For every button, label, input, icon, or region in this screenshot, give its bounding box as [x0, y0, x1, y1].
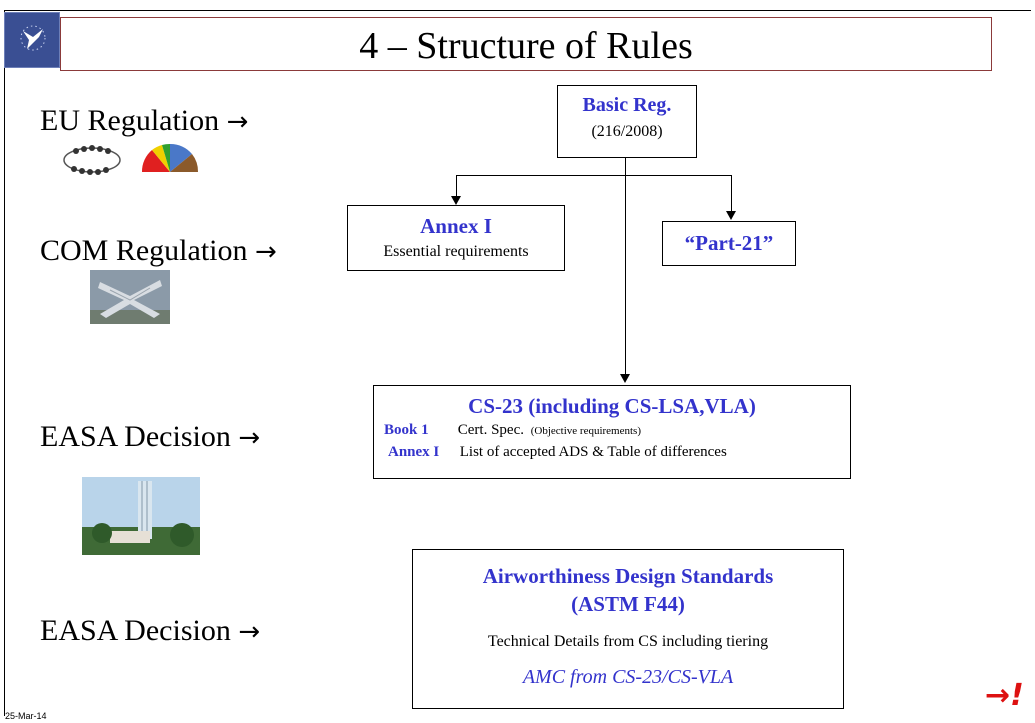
slide-date: 25-Mar-14	[5, 711, 47, 721]
annex-i-box: Annex I Essential requirements	[347, 205, 565, 271]
ads-title-line2: (ASTM F44)	[571, 592, 685, 616]
title-box	[60, 17, 992, 71]
right-arrow-icon: →	[255, 237, 277, 267]
annex-i-subtitle: Essential requirements	[383, 243, 529, 260]
slide-frame-top	[4, 10, 1031, 11]
parliament-seating-icon	[60, 142, 124, 178]
connector-to-part21	[731, 175, 732, 211]
part-21-title: “Part-21”	[684, 231, 774, 255]
ads-line4: AMC from CS-23/CS-VLA	[522, 666, 734, 688]
cs23-row-book1: Book 1 Cert. Spec. (Objective requiremen…	[384, 422, 641, 438]
ads-line3: Technical Details from CS including tier…	[487, 633, 769, 650]
eu-flag-logo-icon	[4, 12, 60, 68]
cs23-row-annex1: Annex I List of accepted ADS & Table of …	[388, 444, 727, 460]
right-arrow-icon: →	[238, 617, 261, 647]
ads-box: Airworthiness Design Standards (ASTM F44…	[412, 549, 844, 709]
right-arrow-icon: →	[238, 423, 261, 453]
connector-horizontal	[456, 175, 732, 176]
label-easa-decision-1: EASA Decision →	[40, 420, 261, 453]
label-com-regulation: COM Regulation →	[40, 234, 277, 267]
connector-to-annex	[456, 175, 457, 196]
label-easa-decision-2: EASA Decision →	[40, 614, 261, 647]
connector-main-vertical	[625, 157, 626, 374]
right-arrow-icon: →	[226, 107, 249, 137]
arrowhead-to-part21	[726, 211, 736, 220]
ads-title-line1: Airworthiness Design Standards	[482, 564, 774, 588]
next-slide-icon[interactable]: →!	[985, 678, 1024, 713]
commission-building-photo	[90, 270, 170, 324]
arrowhead-to-annex	[451, 196, 461, 205]
cs23-box: CS-23 (including CS-LSA,VLA) Book 1 Cert…	[373, 385, 851, 479]
basic-reg-subtitle: (216/2008)	[591, 123, 663, 140]
annex-i-title: Annex I	[420, 214, 492, 238]
basic-reg-box: Basic Reg. (216/2008)	[557, 85, 697, 158]
easa-tower-photo	[82, 477, 200, 555]
slide-frame-left	[4, 10, 5, 716]
parliament-pie-icon	[138, 138, 202, 174]
arrowhead-to-cs23	[620, 374, 630, 383]
part-21-box: “Part-21”	[662, 221, 796, 266]
cs23-title: CS-23 (including CS-LSA,VLA)	[468, 394, 756, 418]
slide-title: 4 – Structure of Rules	[359, 25, 693, 67]
basic-reg-title: Basic Reg.	[582, 94, 672, 116]
label-eu-regulation: EU Regulation →	[40, 104, 249, 137]
